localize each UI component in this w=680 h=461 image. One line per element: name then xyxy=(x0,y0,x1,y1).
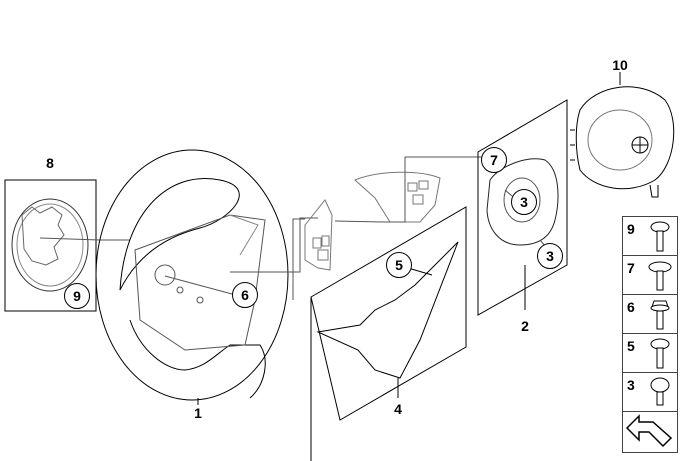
legend-number: 6 xyxy=(627,299,635,315)
callout-7: 7 xyxy=(481,147,507,173)
pan-head-screw-icon xyxy=(650,221,670,252)
part-label-2: 2 xyxy=(521,318,529,334)
hex-flange-screw-icon xyxy=(650,300,670,330)
legend-row: 7 xyxy=(622,255,678,294)
legend-row: 6 xyxy=(622,294,678,333)
part-label-8: 8 xyxy=(46,155,54,171)
legend-row: 9 xyxy=(622,216,678,255)
part-label-1: 1 xyxy=(194,405,202,421)
mf-switch-part xyxy=(304,171,441,271)
steering-wheel-part xyxy=(95,149,289,401)
legend-row: 3 xyxy=(622,372,678,411)
flange-screw-icon xyxy=(648,261,672,291)
callout-6: 6 xyxy=(232,282,258,308)
clockspring-part xyxy=(11,198,89,292)
direction-arrow-icon xyxy=(625,414,673,448)
legend-number: 7 xyxy=(627,260,635,276)
legend-number: 5 xyxy=(627,338,635,354)
short-screw-icon xyxy=(650,377,670,406)
legend-arrow-box xyxy=(622,411,678,453)
callout-5: 5 xyxy=(386,252,412,278)
legend-row: 5 xyxy=(622,333,678,372)
screw-legend: 9 7 6 5 3 xyxy=(622,216,678,453)
airbag-part xyxy=(570,86,675,198)
callout-3-upper: 3 xyxy=(511,189,537,215)
group-box-4 xyxy=(310,206,467,421)
callout-9: 9 xyxy=(64,283,90,309)
group-box-2 xyxy=(477,99,568,316)
pan-head-screw-icon xyxy=(650,338,670,369)
part-label-4: 4 xyxy=(394,401,402,417)
trim-cover-part xyxy=(316,241,459,379)
legend-number: 9 xyxy=(627,221,635,237)
bracket-part xyxy=(486,158,559,246)
callout-3-lower: 3 xyxy=(537,243,563,269)
legend-number: 3 xyxy=(627,377,635,393)
part-label-10: 10 xyxy=(612,57,628,73)
group-box-8 xyxy=(4,179,97,312)
